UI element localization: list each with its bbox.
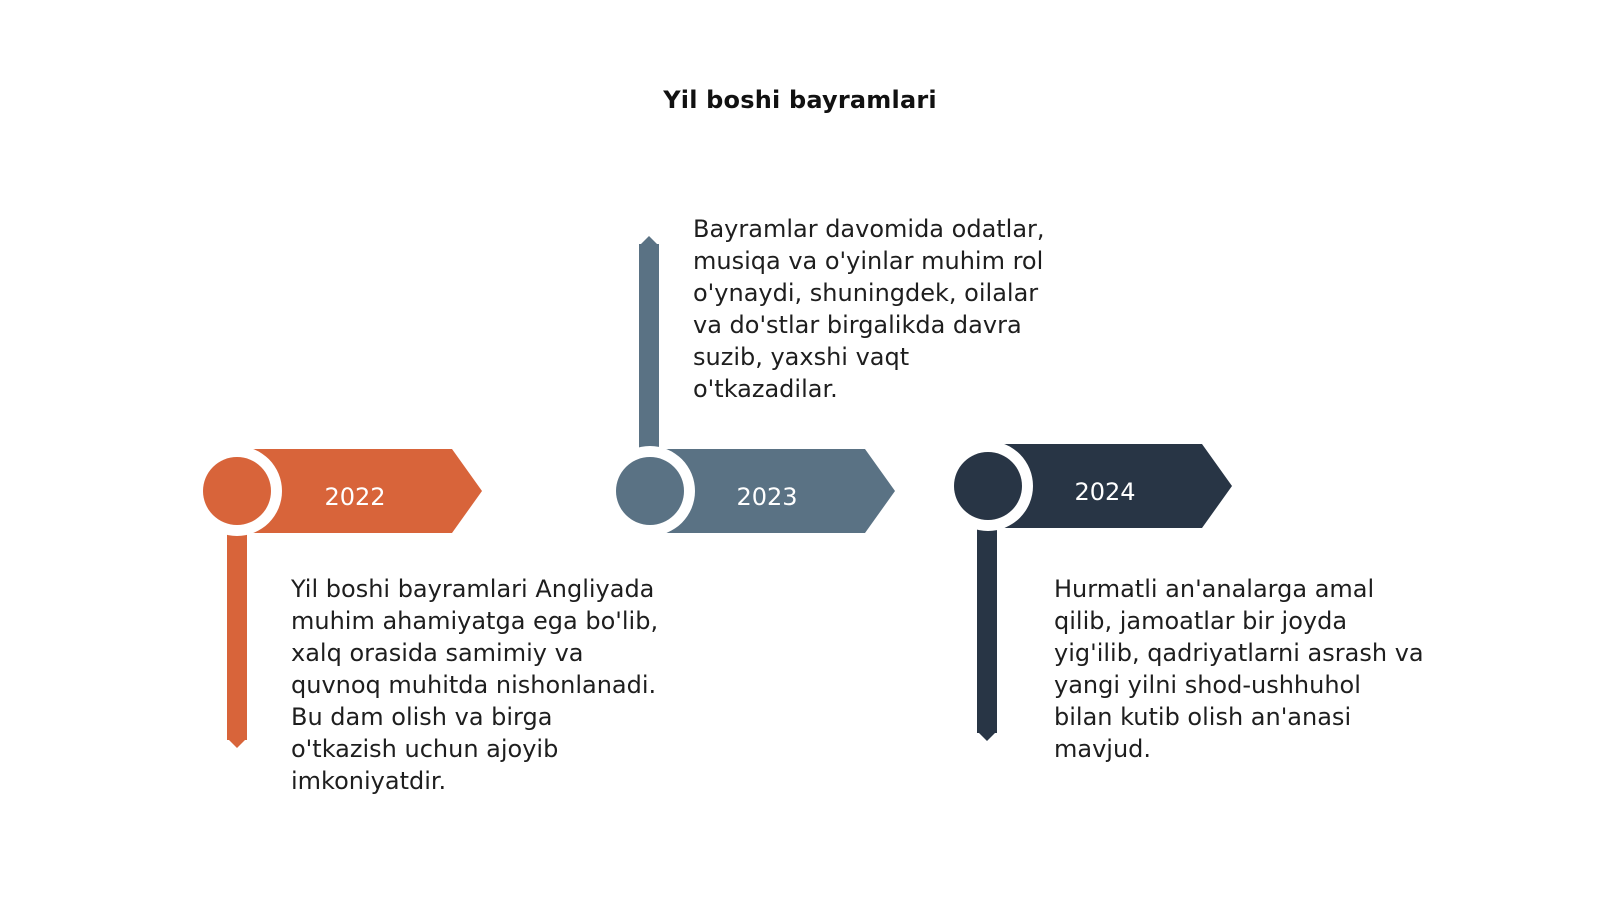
arrow-banner-2022: [246, 449, 482, 533]
milestone-2022-shape: [192, 446, 482, 748]
dot-2023: [616, 457, 684, 525]
year-label-2022: 2022: [324, 483, 386, 511]
description-2022: Yil boshi bayramlari Angliyada muhim aha…: [291, 575, 659, 795]
connector-tip-2022: [227, 738, 247, 748]
year-label-2024: 2024: [1074, 478, 1136, 506]
year-label-2023: 2023: [736, 483, 798, 511]
milestone-2024-shape: [943, 441, 1232, 741]
connector-bar-2023: [639, 244, 659, 454]
connector-tip-2024: [977, 731, 997, 741]
description-2024: Hurmatli an'analarga amal qilib, jamoatl…: [1054, 575, 1424, 763]
arrow-banner-2023: [660, 449, 895, 533]
connector-bar-2022: [227, 520, 247, 740]
dot-2024: [954, 452, 1022, 520]
dot-2022: [203, 457, 271, 525]
arrow-banner-2024: [999, 444, 1232, 528]
description-2023: Bayramlar davomida odatlar, musiqa va o'…: [693, 215, 1045, 403]
page-title: Yil boshi bayramlari: [663, 86, 937, 114]
connector-bar-2024: [977, 515, 997, 733]
connector-tip-2023: [639, 236, 659, 246]
milestone-2023-shape: [605, 236, 895, 536]
